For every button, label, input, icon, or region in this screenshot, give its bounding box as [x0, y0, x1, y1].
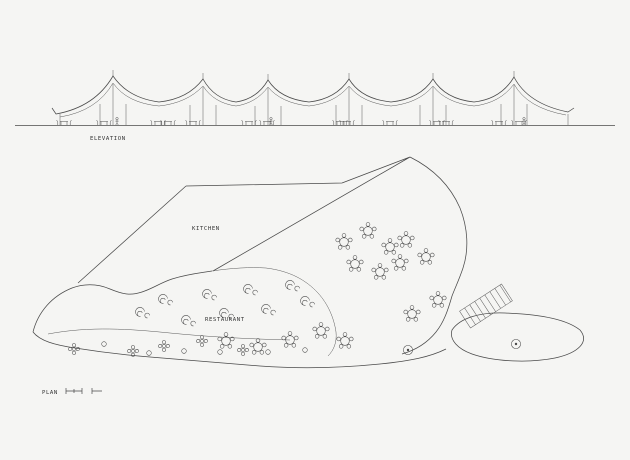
elevation-label: ELEVATION — [90, 136, 126, 142]
restaurant-label: RESTAURANT — [205, 317, 245, 323]
plan-outline-right-lobe — [451, 312, 584, 362]
elevation-wall-lines — [59, 104, 569, 125]
scale-bar — [65, 388, 102, 394]
plan-band-top-curve — [211, 267, 337, 357]
plan-kitchen-walls — [77, 156, 411, 284]
elevation-masts — [112, 84, 515, 125]
plan-band-bottom-curve — [47, 328, 291, 341]
plan-columns-layer — [402, 338, 522, 356]
plan-label: PLAN — [42, 390, 58, 396]
plan-outline-right-blob — [401, 156, 468, 355]
round-tables-layer — [217, 222, 447, 355]
plan-drawing: KITCHEN RESTAURANT PLAN — [32, 156, 584, 396]
elevation-peak-finials — [112, 70, 515, 81]
elevation-drawing: ELEVATION — [15, 70, 615, 142]
plan-outline-left — [32, 270, 213, 333]
plan-outline-bottom — [32, 331, 447, 369]
kitchen-label: KITCHEN — [192, 226, 220, 232]
elevation-people-layer — [115, 117, 526, 126]
stairs — [459, 283, 513, 329]
elevation-roof-inner-line — [59, 82, 567, 118]
elevation-furniture-layer — [56, 119, 527, 126]
elevation-roof-outline — [51, 75, 575, 115]
